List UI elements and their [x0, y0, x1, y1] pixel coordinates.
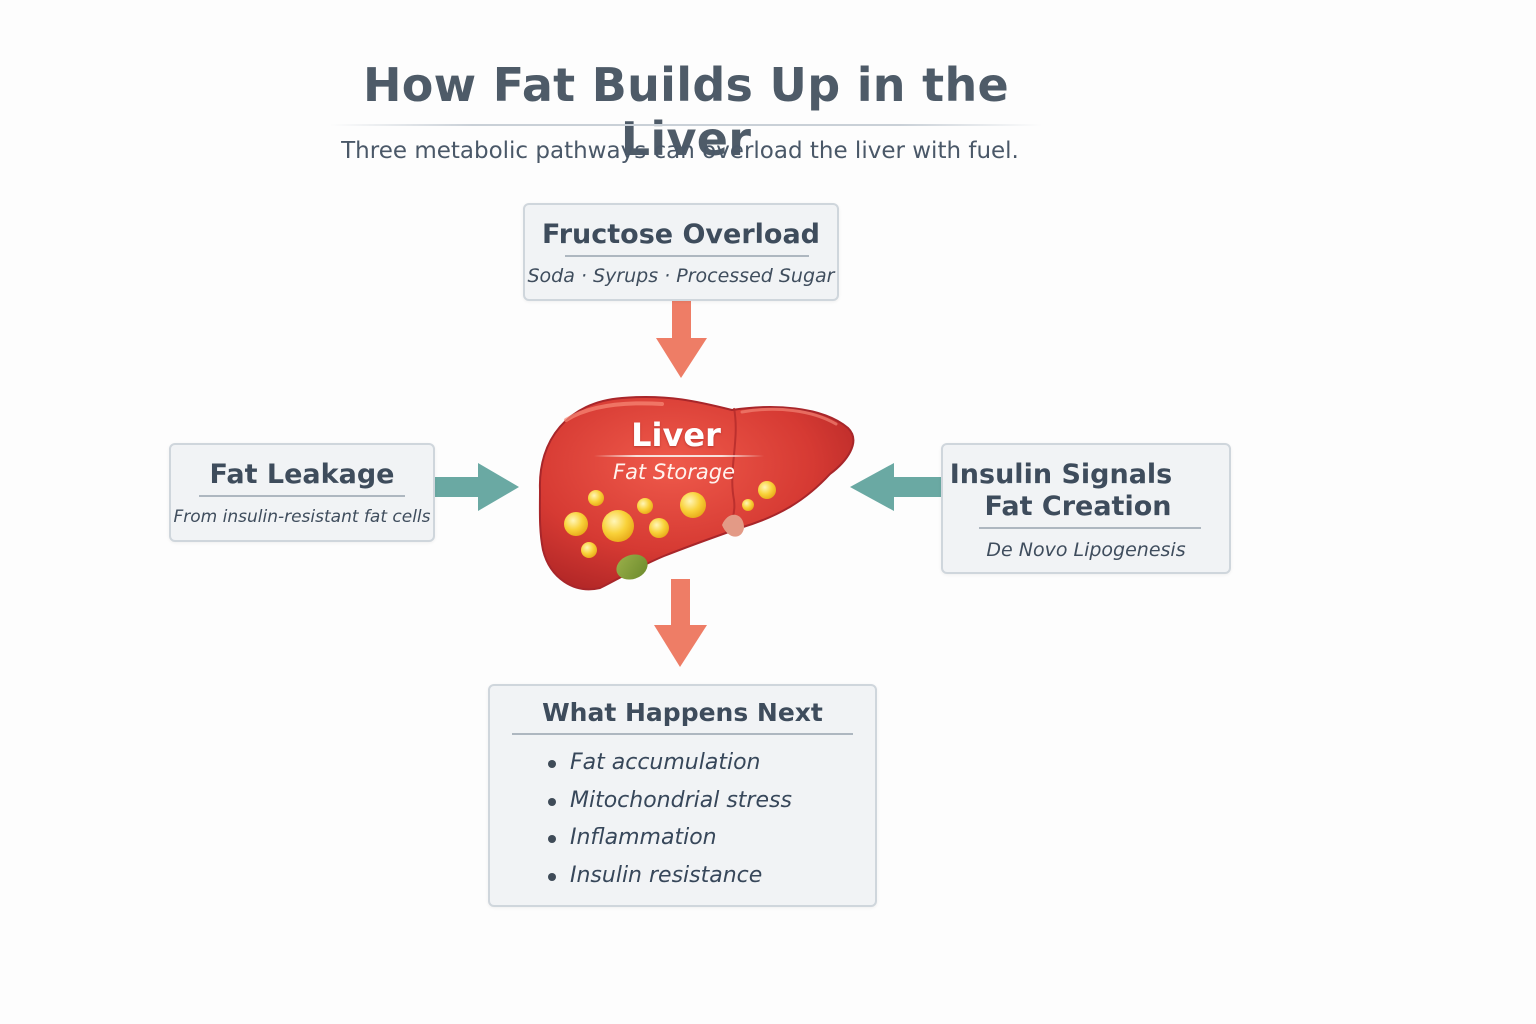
outcome-item-text: Inflammation: [570, 825, 717, 850]
what-happens-next-box: What Happens Next Fat accumulation Mitoc…: [488, 684, 877, 907]
arrow-leakage-to-liver: [435, 463, 519, 511]
fructose-box-divider: [565, 255, 809, 257]
leakage-box-divider: [199, 495, 405, 497]
leakage-box-subtitle: From insulin-resistant fat cells: [173, 507, 431, 527]
arrow-insulin-to-liver: [850, 463, 941, 511]
bullet-icon: [548, 760, 556, 768]
outcome-item-text: Insulin resistance: [570, 862, 763, 888]
liver-label: Liver: [631, 416, 721, 454]
insulin-box-title-line1: Insulin Signals: [949, 459, 1173, 490]
insulin-signals-box: Insulin Signals Fat Creation De Novo Lip…: [941, 443, 1231, 574]
outcome-item-text: Mitochondrial stress: [570, 787, 792, 813]
page-title: How Fat Builds Up in the Liver: [362, 58, 1009, 166]
page-subtitle: Three metabolic pathways can overload th…: [341, 138, 1019, 164]
arrow-fructose-to-liver: [656, 301, 707, 378]
list-item: Insulin resistance: [548, 861, 792, 899]
bullet-icon: [548, 835, 556, 843]
outcome-box-divider: [512, 733, 853, 735]
liver-icon: [538, 395, 855, 591]
list-item: Fat accumulation: [548, 748, 792, 786]
fructose-box-subtitle: Soda · Syrups · Processed Sugar: [527, 265, 835, 287]
list-item: Mitochondrial stress: [548, 786, 792, 824]
fat-leakage-box: Fat Leakage From insulin-resistant fat c…: [169, 443, 435, 542]
liver-label-divider: [594, 455, 764, 457]
arrow-liver-to-outcome: [654, 579, 707, 667]
outcome-box-title: What Happens Next: [542, 698, 823, 727]
bullet-icon: [548, 797, 556, 806]
fructose-overload-box: Fructose Overload Soda · Syrups · Proces…: [523, 203, 839, 301]
bullet-icon: [548, 872, 556, 881]
list-item: Inflammation: [548, 823, 792, 861]
insulin-box-divider: [979, 527, 1201, 529]
outcome-list: Fat accumulation Mitochondrial stress In…: [548, 748, 792, 898]
leakage-box-title: Fat Leakage: [209, 459, 395, 490]
liver-sublabel: Fat Storage: [612, 460, 736, 484]
outcome-item-text: Fat accumulation: [570, 750, 761, 775]
insulin-box-subtitle: De Novo Lipogenesis: [986, 539, 1186, 561]
fructose-box-title: Fructose Overload: [541, 219, 821, 250]
insulin-box-title-line2: Fat Creation: [984, 491, 1172, 522]
title-divider: [330, 124, 1042, 126]
insulin-box-title: Insulin Signals Fat Creation: [943, 459, 1229, 523]
